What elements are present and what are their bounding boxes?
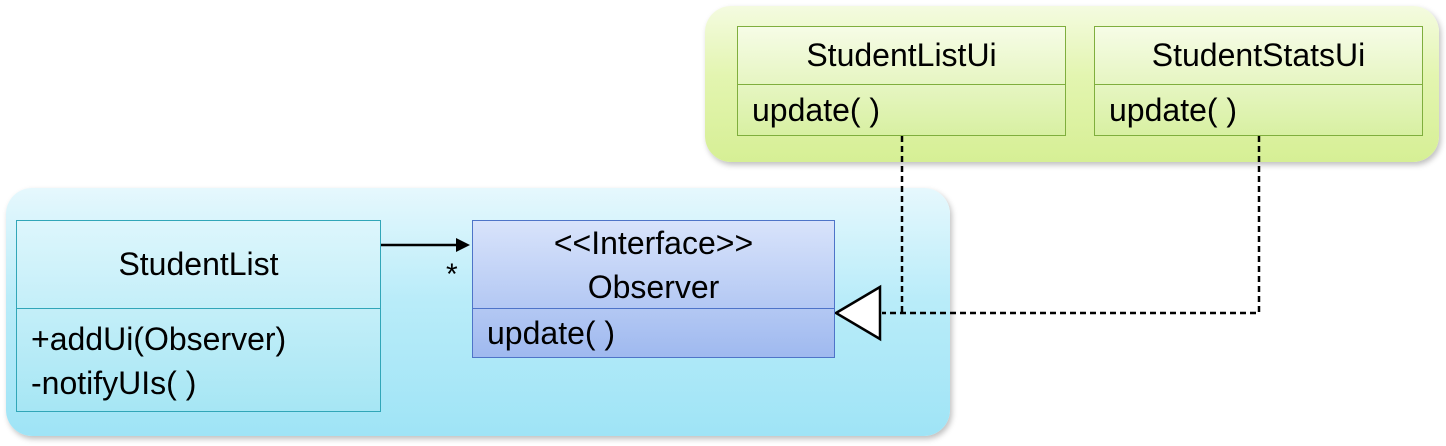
- method-notifyuis: -notifyUIs( ): [31, 365, 197, 401]
- multiplicity-label: *: [446, 258, 458, 291]
- class-studentlist[interactable]: StudentList +addUi(Observer) -notifyUIs(…: [16, 220, 381, 412]
- stereotype-label: <<Interface>>: [553, 224, 754, 261]
- class-studentstatsui[interactable]: StudentStatsUi update( ): [1094, 26, 1423, 136]
- realization-arrowhead: [833, 284, 882, 342]
- class-name: StudentListUi: [738, 27, 1065, 85]
- method-update: update( ): [487, 315, 616, 351]
- association-arrowhead: [456, 238, 470, 252]
- method-addui: +addUi(Observer): [31, 321, 287, 357]
- class-observer[interactable]: <<Interface>> Observer update( ): [472, 220, 835, 358]
- class-name: StudentList: [17, 221, 380, 309]
- class-members: update( ): [1095, 85, 1422, 135]
- class-members: update( ): [738, 85, 1065, 135]
- class-name: StudentStatsUi: [1095, 27, 1422, 85]
- method-update: update( ): [752, 92, 881, 128]
- class-name-block: <<Interface>> Observer: [473, 221, 834, 309]
- class-members: +addUi(Observer) -notifyUIs( ): [17, 309, 380, 405]
- class-members: update( ): [473, 309, 834, 357]
- class-name: Observer: [587, 268, 720, 305]
- method-update: update( ): [1109, 92, 1238, 128]
- class-studentlistui[interactable]: StudentListUi update( ): [737, 26, 1066, 136]
- realization-line-statsui: [882, 136, 1261, 315]
